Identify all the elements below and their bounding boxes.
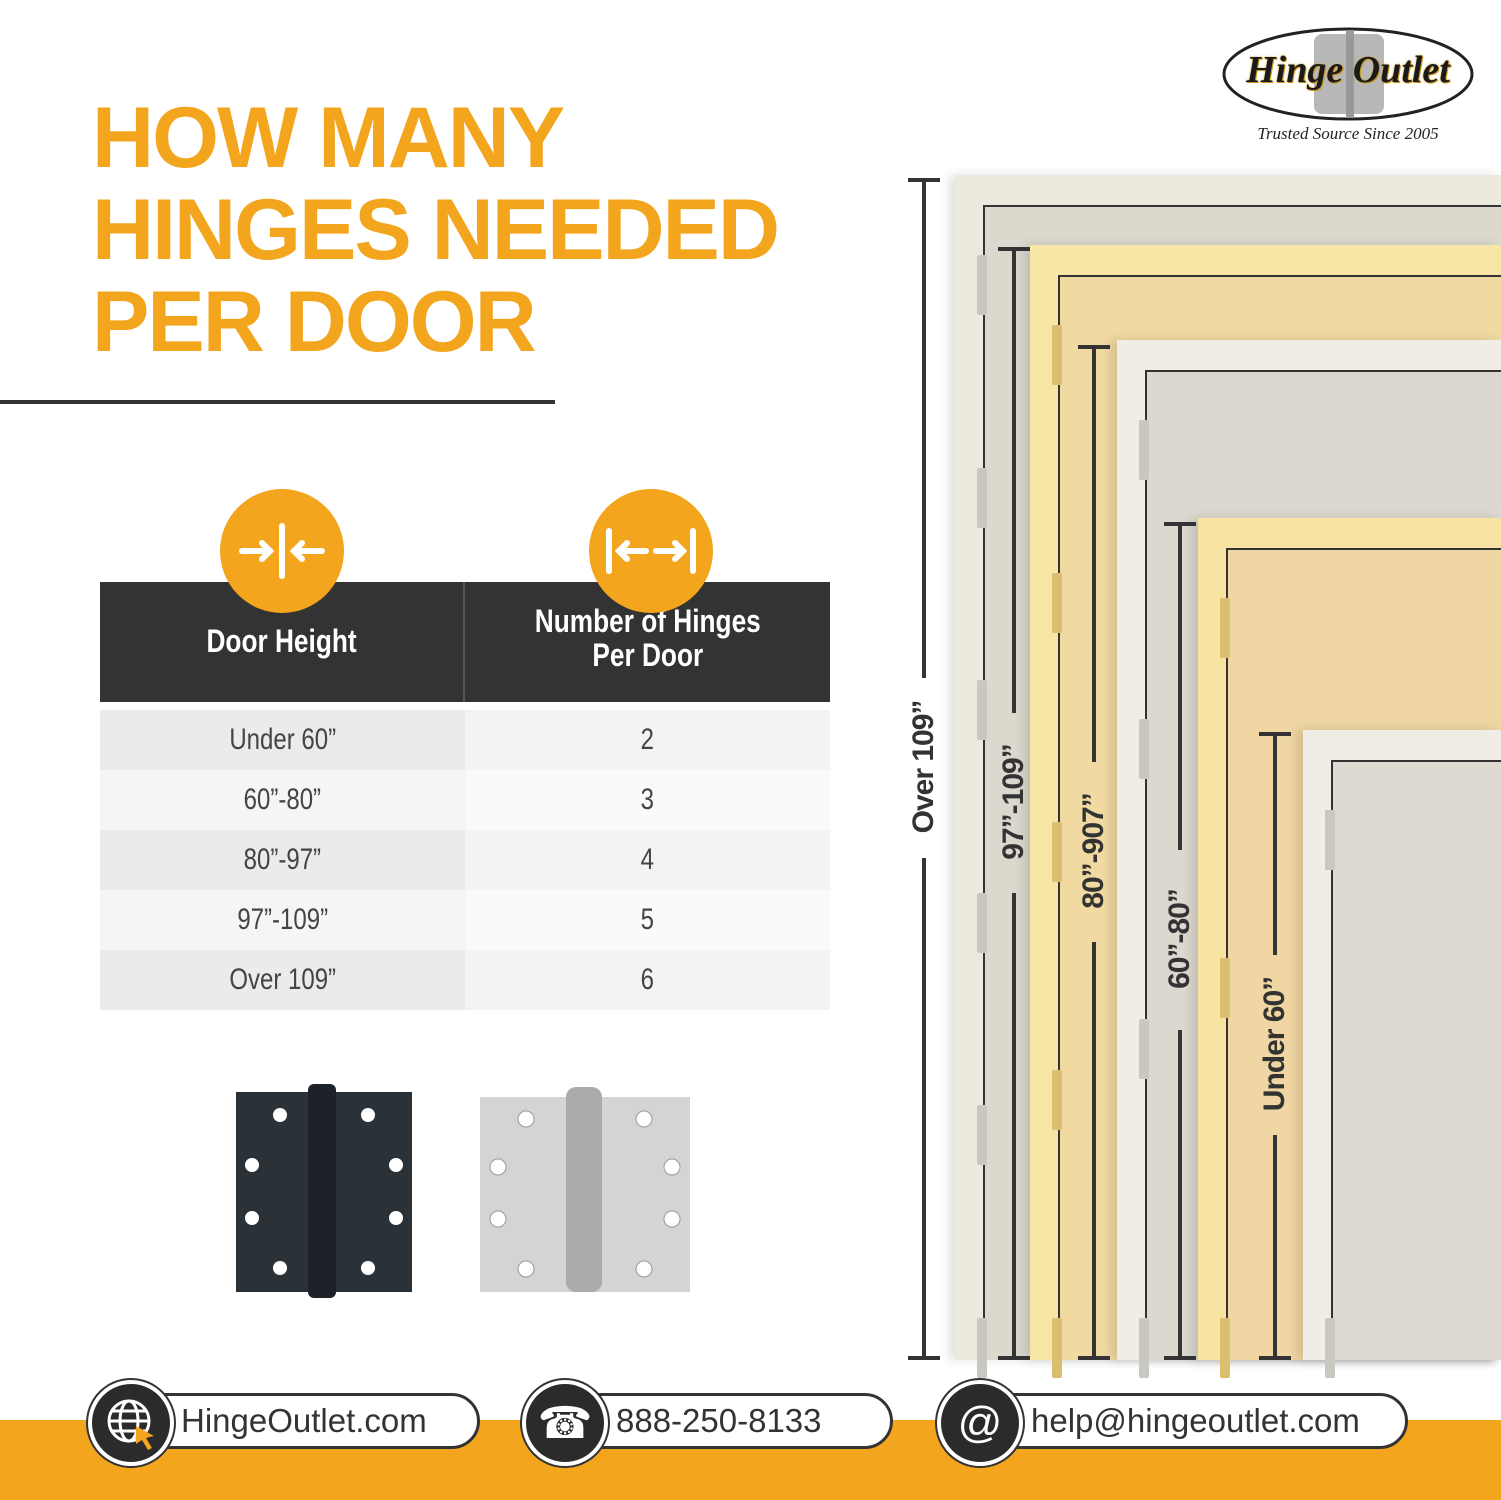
hinge-icon — [1139, 1318, 1149, 1378]
title-line: HOW MANY — [92, 90, 565, 186]
door-height-label: 60”-80” — [1163, 889, 1196, 989]
header-line: Per Door — [592, 637, 703, 673]
cell-door-height: Over 109” — [229, 963, 336, 996]
hinge-icon — [1220, 1318, 1230, 1378]
phone-icon: ☎ — [522, 1380, 608, 1466]
dimension-line — [1259, 1356, 1291, 1360]
page-title: HOW MANY HINGES NEEDED PER DOOR — [92, 90, 780, 370]
divider — [0, 400, 555, 404]
dimension-line — [1078, 1356, 1110, 1360]
hinge-icon — [1139, 1018, 1149, 1079]
hinge-icon — [1052, 1318, 1062, 1378]
website-text[interactable]: HingeOutlet.com — [181, 1402, 427, 1439]
cell-door-height: 60”-80” — [243, 783, 322, 816]
globe-icon — [88, 1380, 174, 1466]
hinge-icon — [1325, 1318, 1335, 1378]
dimension-line — [1178, 522, 1182, 850]
dimension-line — [1078, 345, 1110, 349]
dimension-line — [1164, 1356, 1196, 1360]
dimension-line — [908, 1356, 940, 1360]
hinge-icon — [1052, 1069, 1062, 1130]
cell-hinge-count: 6 — [640, 963, 655, 996]
hinge-icon — [1220, 958, 1230, 1018]
hinge-icon — [977, 680, 987, 741]
hinge-icon — [1325, 810, 1335, 870]
black-hinge-image — [236, 1084, 412, 1298]
hinge-icon — [977, 467, 987, 528]
cell-door-height: 80”-97” — [243, 843, 322, 876]
dimension-line — [1092, 345, 1096, 762]
door-height-label: Under 60” — [1258, 976, 1291, 1112]
dimension-line — [1012, 247, 1016, 713]
phone-text[interactable]: 888-250-8133 — [616, 1402, 822, 1439]
dimension-line — [1273, 732, 1277, 955]
door-height-label: 97”-109” — [997, 743, 1030, 860]
table-row: Under 60” 2 — [100, 710, 830, 770]
door-panel — [1331, 760, 1501, 1360]
dimension-line — [908, 178, 940, 182]
title-line: HINGES NEEDED — [92, 182, 780, 278]
logo: Hinge Outlet Trusted Source Since 2005 — [1222, 26, 1474, 143]
door-frame — [1303, 730, 1501, 1378]
arrows-inward-icon — [220, 489, 344, 613]
hinge-icon — [977, 255, 987, 315]
hinge-icon — [977, 892, 987, 953]
dimension-line — [922, 178, 926, 678]
table-row: 80”-97” 4 — [100, 830, 830, 890]
hinge-icon — [1220, 598, 1230, 658]
dimension-line — [1178, 1030, 1182, 1358]
table-row: Over 109” 6 — [100, 950, 830, 1010]
hinge-icon — [977, 1105, 987, 1166]
cell-hinge-count: 5 — [640, 903, 655, 936]
cell-door-height: 97”-109” — [237, 903, 328, 936]
cell-door-height: Under 60” — [229, 723, 336, 756]
hinge-icon — [1139, 420, 1149, 480]
logo-hinge-icon — [1222, 27, 1474, 121]
dimension-line — [998, 1356, 1030, 1360]
logo-tagline: Trusted Source Since 2005 — [1257, 124, 1439, 143]
table-row: 97”-109” 5 — [100, 890, 830, 950]
hinge-icon — [977, 1318, 987, 1378]
title-line: PER DOOR — [92, 274, 537, 370]
door-height-label: 80”-907” — [1077, 792, 1110, 909]
dimension-line — [1259, 732, 1291, 736]
dimension-line — [922, 858, 926, 1358]
arrows-outward-icon — [589, 489, 713, 613]
email-text[interactable]: help@hingeoutlet.com — [1031, 1402, 1360, 1439]
door-height-label: Over 109” — [907, 700, 940, 834]
dimension-line — [1012, 892, 1016, 1358]
email-link[interactable]: help@hingeoutlet.com — [960, 1393, 1408, 1449]
header-door-height: Door Height — [206, 623, 357, 659]
hinge-icon — [1052, 821, 1062, 882]
cell-hinge-count: 4 — [640, 843, 655, 876]
dimension-line — [1092, 941, 1096, 1358]
cell-hinge-count: 2 — [640, 723, 655, 756]
hinge-icon — [1052, 573, 1062, 634]
at-sign-icon: @ — [937, 1380, 1023, 1466]
hinge-icon — [1139, 719, 1149, 780]
dimension-line — [998, 247, 1030, 251]
table-row: 60”-80” 3 — [100, 770, 830, 830]
hinge-icon — [1052, 325, 1062, 385]
dimension-line — [1164, 522, 1196, 526]
dimension-line — [1273, 1135, 1277, 1358]
logo-text: Hinge Outlet — [1246, 49, 1450, 91]
spring-hinge-image — [480, 1087, 690, 1292]
cell-hinge-count: 3 — [640, 783, 655, 816]
